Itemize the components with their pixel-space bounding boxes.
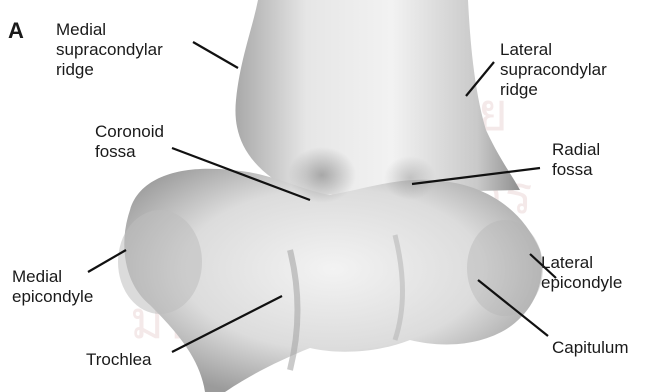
medial-epicondyle-shape: [118, 210, 202, 314]
label-medial-supracondylar-ridge: Medial supracondylar ridge: [56, 20, 163, 80]
label-radial-fossa: Radial fossa: [552, 140, 600, 180]
label-lateral-epicondyle: Lateral epicondyle: [541, 253, 622, 293]
leader-medial-supracondylar-ridge: [193, 42, 238, 68]
humerus-shaft: [235, 0, 520, 195]
label-capitulum: Capitulum: [552, 338, 629, 358]
panel-letter: A: [8, 18, 24, 44]
label-trochlea: Trochlea: [86, 350, 152, 370]
radial-fossa-shadow: [384, 156, 436, 200]
label-medial-epicondyle: Medial epicondyle: [12, 267, 93, 307]
label-lateral-supracondylar-ridge: Lateral supracondylar ridge: [500, 40, 607, 100]
label-coronoid-fossa: Coronoid fossa: [95, 122, 164, 162]
